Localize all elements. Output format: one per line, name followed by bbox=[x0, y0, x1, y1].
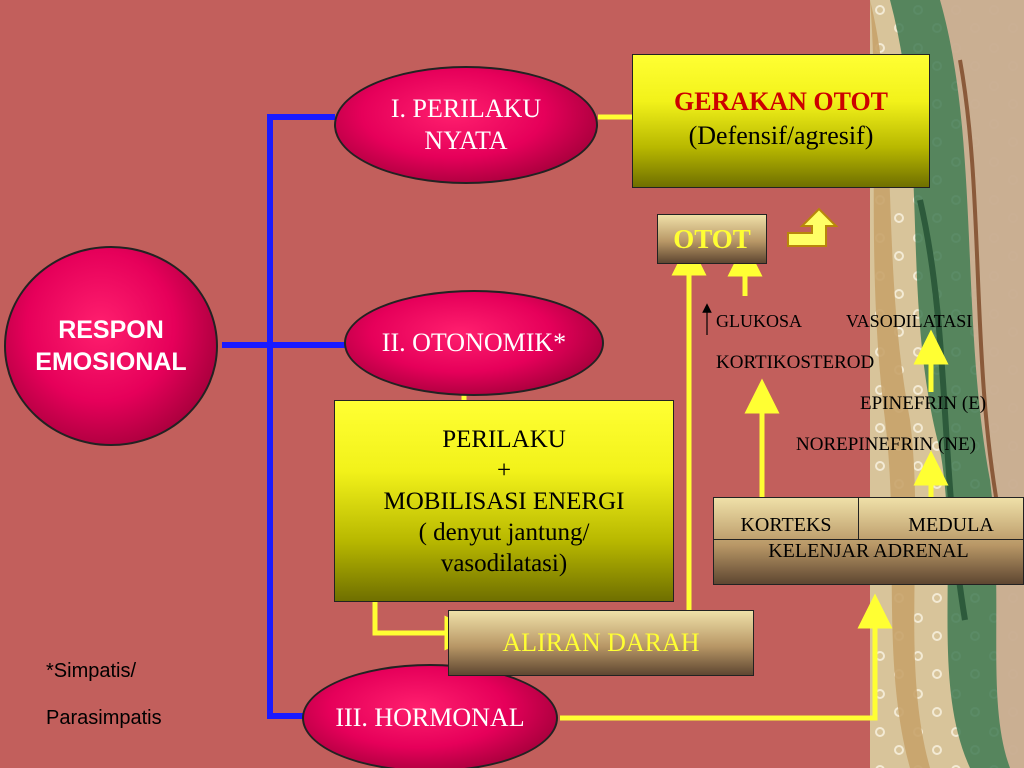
perilaku-nyata-node: I. PERILAKU NYATA bbox=[334, 66, 598, 184]
footnote-parasimpatis: Parasimpatis bbox=[46, 707, 162, 729]
otonomik-node: II. OTONOMIK* bbox=[344, 290, 604, 396]
footnote-simpatis: *Simpatis/ bbox=[46, 660, 137, 682]
kelenjar-adrenal-box: KORTEKS MEDULA KELENJAR ADRENAL bbox=[713, 497, 1024, 585]
kelenjar-cell: KELENJAR ADRENAL bbox=[714, 540, 1023, 580]
bent-up-arrow-icon bbox=[787, 207, 839, 247]
perilaku-line: PERILAKU bbox=[442, 425, 566, 453]
medula-label: MEDULA bbox=[908, 514, 994, 536]
norepinefrin-label: NOREPINEFRIN (NE) bbox=[796, 434, 976, 455]
arrow-hormonal-adrenal bbox=[560, 593, 893, 721]
vasodilatasi-label: VASODILATASI bbox=[846, 311, 973, 331]
arrow-perilaku-aliran bbox=[372, 600, 480, 651]
aliran-darah-box: ALIRAN DARAH bbox=[448, 610, 754, 676]
aliran-darah-label: ALIRAN DARAH bbox=[502, 628, 700, 657]
korteks-cell: KORTEKS bbox=[714, 498, 859, 539]
otot-label: OTOT bbox=[673, 223, 751, 254]
gerakan-otot-subtitle: (Defensif/agresif) bbox=[688, 121, 874, 150]
plus-line: + bbox=[496, 456, 512, 484]
medula-cell: MEDULA bbox=[859, 498, 1023, 539]
kelenjar-adrenal-label: KELENJAR ADRENAL bbox=[768, 540, 969, 562]
respon-emosional-node: RESPON EMOSIONAL bbox=[4, 246, 218, 446]
kortikosterod-label: KORTIKOSTEROD bbox=[716, 352, 875, 373]
otonomik-label: II. OTONOMIK* bbox=[381, 328, 567, 357]
respon-emosional-label: RESPON EMOSIONAL bbox=[35, 316, 187, 376]
epinefrin-label: EPINEFRIN (E) bbox=[860, 393, 987, 414]
mobilisasi-line: MOBILISASI ENERGI bbox=[383, 487, 625, 515]
denyut-line: ( denyut jantung/ bbox=[418, 518, 590, 546]
gerakan-otot-box: GERAKAN OTOT (Defensif/agresif) bbox=[632, 54, 930, 188]
glukosa-label: GLUKOSA bbox=[716, 311, 803, 331]
yellow-connectors bbox=[372, 114, 949, 721]
vasodilatasi-line: vasodilatasi) bbox=[440, 549, 568, 577]
hormonal-node: III. HORMONAL bbox=[302, 664, 558, 768]
hormonal-label: III. HORMONAL bbox=[335, 703, 525, 732]
perilaku-mobilisasi-box: PERILAKU + MOBILISASI ENERGI ( denyut ja… bbox=[334, 400, 674, 602]
gerakan-otot-title: GERAKAN OTOT bbox=[673, 87, 889, 116]
korteks-label: KORTEKS bbox=[740, 514, 832, 536]
otot-box: OTOT bbox=[657, 214, 767, 264]
blue-connector bbox=[222, 114, 345, 719]
perilaku-nyata-label: I. PERILAKU NYATA bbox=[390, 94, 542, 155]
